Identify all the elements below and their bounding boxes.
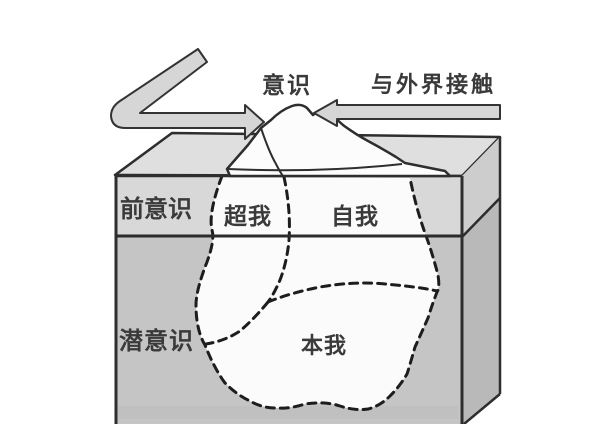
iceberg-ridge-line: [260, 127, 284, 177]
divider-superego-ego-dashed: [266, 175, 291, 304]
block-bottom-right-edge: [463, 393, 501, 424]
scan-shading: [118, 406, 458, 419]
label-superego: 超我: [224, 203, 272, 229]
label-consciousness: 意识: [262, 72, 312, 98]
label-subconscious: 潜意识: [119, 328, 194, 355]
label-contact-with-outside-world: 与外界接触: [371, 72, 497, 97]
label-id: 本我: [301, 333, 348, 358]
divider-ego-id-dashed: [266, 281, 439, 304]
label-ego: 自我: [331, 203, 379, 229]
bent-arrow-icon: [110, 48, 265, 140]
label-preconscious: 前意识: [120, 196, 192, 223]
side-face-preconscious: [462, 137, 500, 237]
submerged-iceberg-region: [196, 176, 439, 410]
side-face-divider-line: [461, 197, 501, 238]
iceberg-waterline: [227, 163, 403, 172]
side-face-subconscious: [462, 198, 500, 424]
external-contact-arrow-icon: [313, 99, 501, 127]
